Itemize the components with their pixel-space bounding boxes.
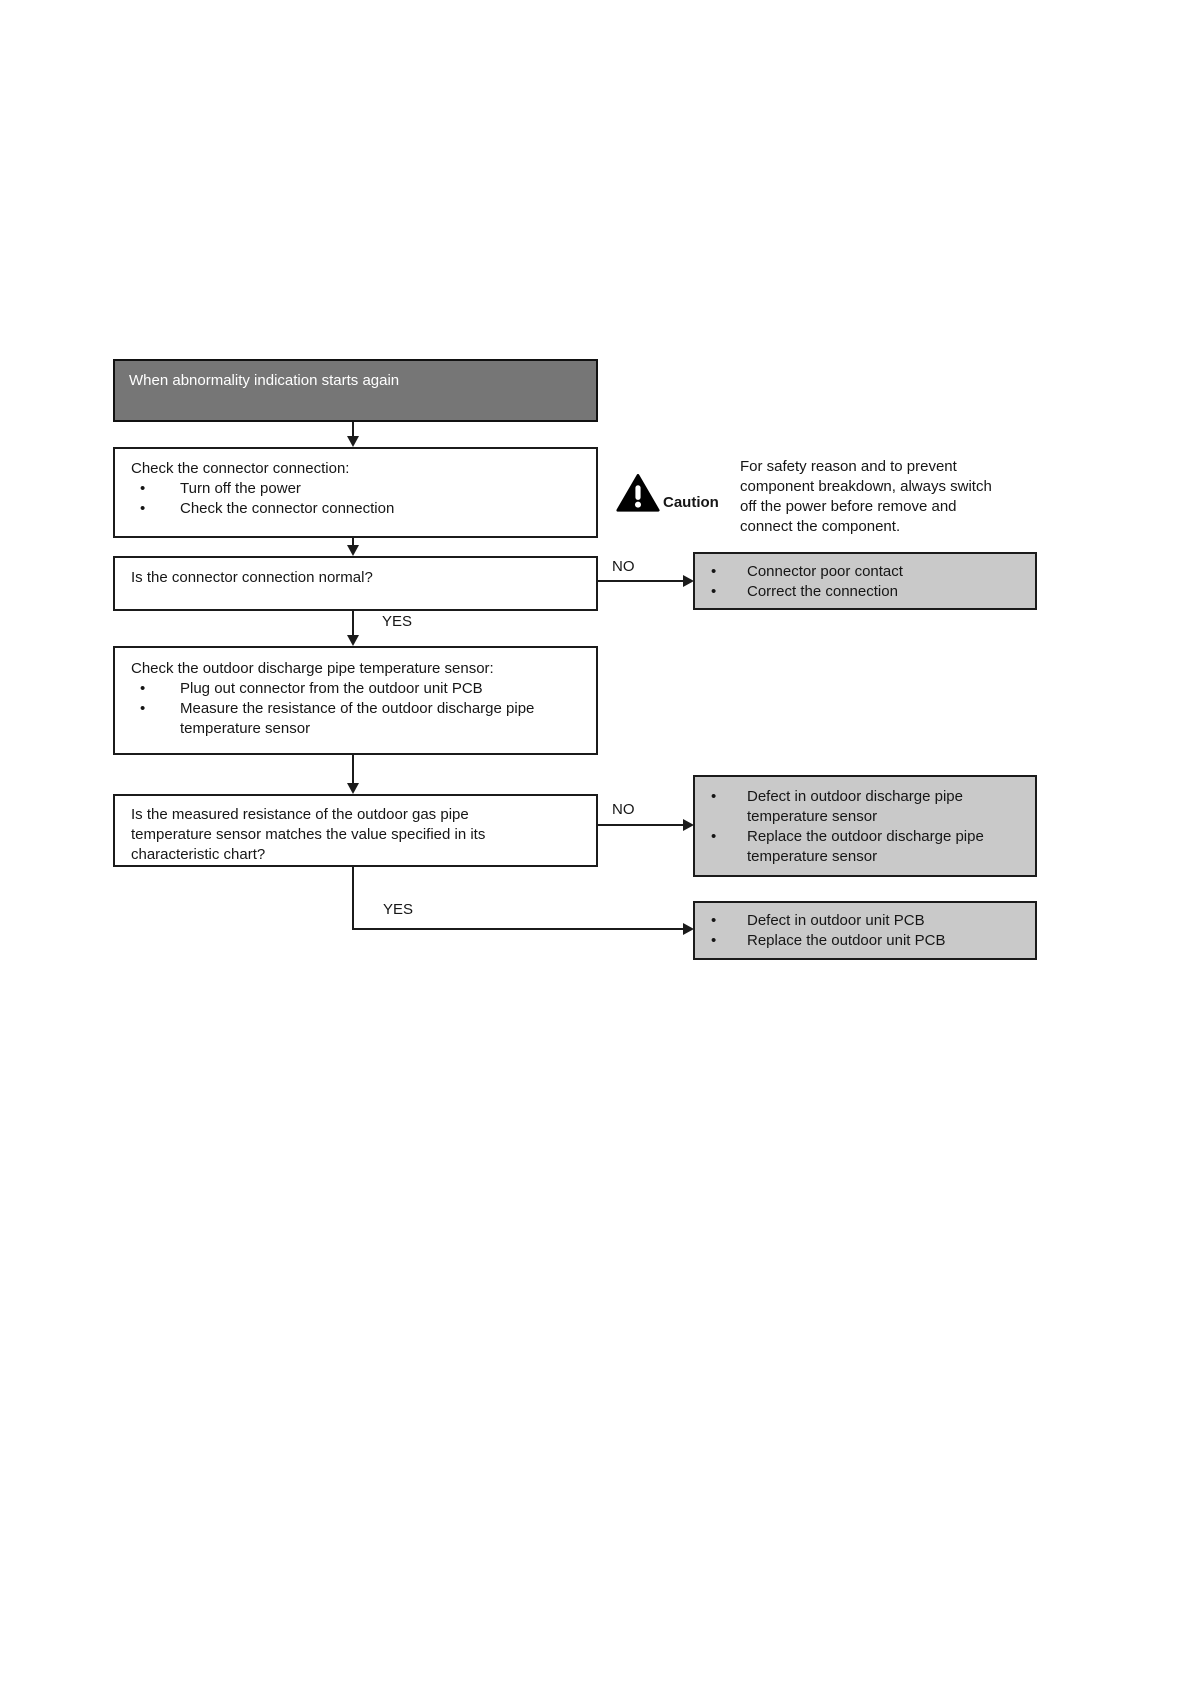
arrowhead-right-icon	[683, 819, 694, 831]
step-check-connector-box: Check the connector connection: • Turn o…	[113, 447, 598, 538]
connector-q2-yes-horizontal	[352, 928, 684, 930]
connector-q2-no	[598, 824, 684, 826]
list-item: • Check the connector connection	[131, 499, 580, 519]
bullet-text: Replace the outdoor unit PCB	[747, 932, 946, 949]
connector-q1-yes	[352, 611, 354, 636]
yes-branch-label: YES	[382, 613, 413, 630]
step-check-connector-title: Check the connector connection:	[131, 460, 350, 477]
result-sensor-box: • Defect in outdoor discharge pipe tempe…	[693, 775, 1037, 877]
connector-q2-yes-vertical	[352, 867, 354, 930]
arrowhead-down-icon	[347, 436, 359, 447]
connector-step1-to-q1	[352, 538, 354, 546]
yes-branch-label: YES	[383, 901, 414, 918]
arrowhead-right-icon	[683, 923, 694, 935]
step-check-sensor-box: Check the outdoor discharge pipe tempera…	[113, 646, 598, 755]
connector-q1-no	[598, 580, 684, 582]
arrowhead-down-icon	[347, 635, 359, 646]
bullet-icon: •	[711, 932, 717, 949]
bullet-text: Defect in outdoor discharge pipe tempera…	[747, 788, 963, 825]
list-item: • Turn off the power	[131, 479, 580, 499]
list-item: • Correct the connection	[709, 582, 1021, 602]
bullet-text: Measure the resistance of the outdoor di…	[180, 700, 535, 737]
list-item: • Connector poor contact	[709, 562, 1021, 582]
arrowhead-right-icon	[683, 575, 694, 587]
bullet-icon: •	[711, 828, 717, 845]
list-item: • Replace the outdoor discharge pipe tem…	[709, 827, 1021, 867]
flow-start-box: When abnormality indication starts again	[113, 359, 598, 422]
question-resistance-match-text: Is the measured resistance of the outdoo…	[131, 806, 486, 863]
bullet-icon: •	[711, 788, 717, 805]
list-item: • Plug out connector from the outdoor un…	[131, 679, 580, 699]
bullet-icon: •	[140, 500, 146, 517]
bullet-text: Check the connector connection	[180, 500, 395, 517]
list-item: • Replace the outdoor unit PCB	[709, 931, 1021, 951]
caution-text: For safety reason and to prevent compone…	[740, 458, 992, 535]
bullet-icon: •	[140, 480, 146, 497]
bullet-text: Defect in outdoor unit PCB	[747, 912, 925, 929]
list-item: • Defect in outdoor discharge pipe tempe…	[709, 787, 1021, 827]
bullet-text: Plug out connector from the outdoor unit…	[180, 680, 483, 697]
arrowhead-down-icon	[347, 545, 359, 556]
bullet-text: Turn off the power	[180, 480, 301, 497]
question-connector-normal-text: Is the connector connection normal?	[131, 569, 373, 586]
no-branch-label: NO	[612, 801, 635, 818]
bullet-icon: •	[140, 700, 146, 717]
caution-label: Caution	[663, 494, 719, 511]
connector-step2-to-q2	[352, 755, 354, 784]
bullet-text: Correct the connection	[747, 583, 898, 600]
caution-triangle-icon	[616, 474, 660, 512]
result-pcb-box: • Defect in outdoor unit PCB • Replace t…	[693, 901, 1037, 960]
connector-start-to-step1	[352, 422, 354, 437]
bullet-icon: •	[711, 563, 717, 580]
list-item: • Defect in outdoor unit PCB	[709, 911, 1021, 931]
question-resistance-match-box: Is the measured resistance of the outdoo…	[113, 794, 598, 867]
arrowhead-down-icon	[347, 783, 359, 794]
bullet-icon: •	[711, 912, 717, 929]
bullet-text: Replace the outdoor discharge pipe tempe…	[747, 828, 984, 865]
bullet-icon: •	[140, 680, 146, 697]
flow-start-label: When abnormality indication starts again	[129, 372, 400, 389]
result-connector-box: • Connector poor contact • Correct the c…	[693, 552, 1037, 610]
question-connector-normal-box: Is the connector connection normal?	[113, 556, 598, 611]
list-item: • Measure the resistance of the outdoor …	[131, 699, 580, 739]
no-branch-label: NO	[612, 558, 635, 575]
bullet-icon: •	[711, 583, 717, 600]
bullet-text: Connector poor contact	[747, 563, 903, 580]
step-check-sensor-title: Check the outdoor discharge pipe tempera…	[131, 660, 494, 677]
